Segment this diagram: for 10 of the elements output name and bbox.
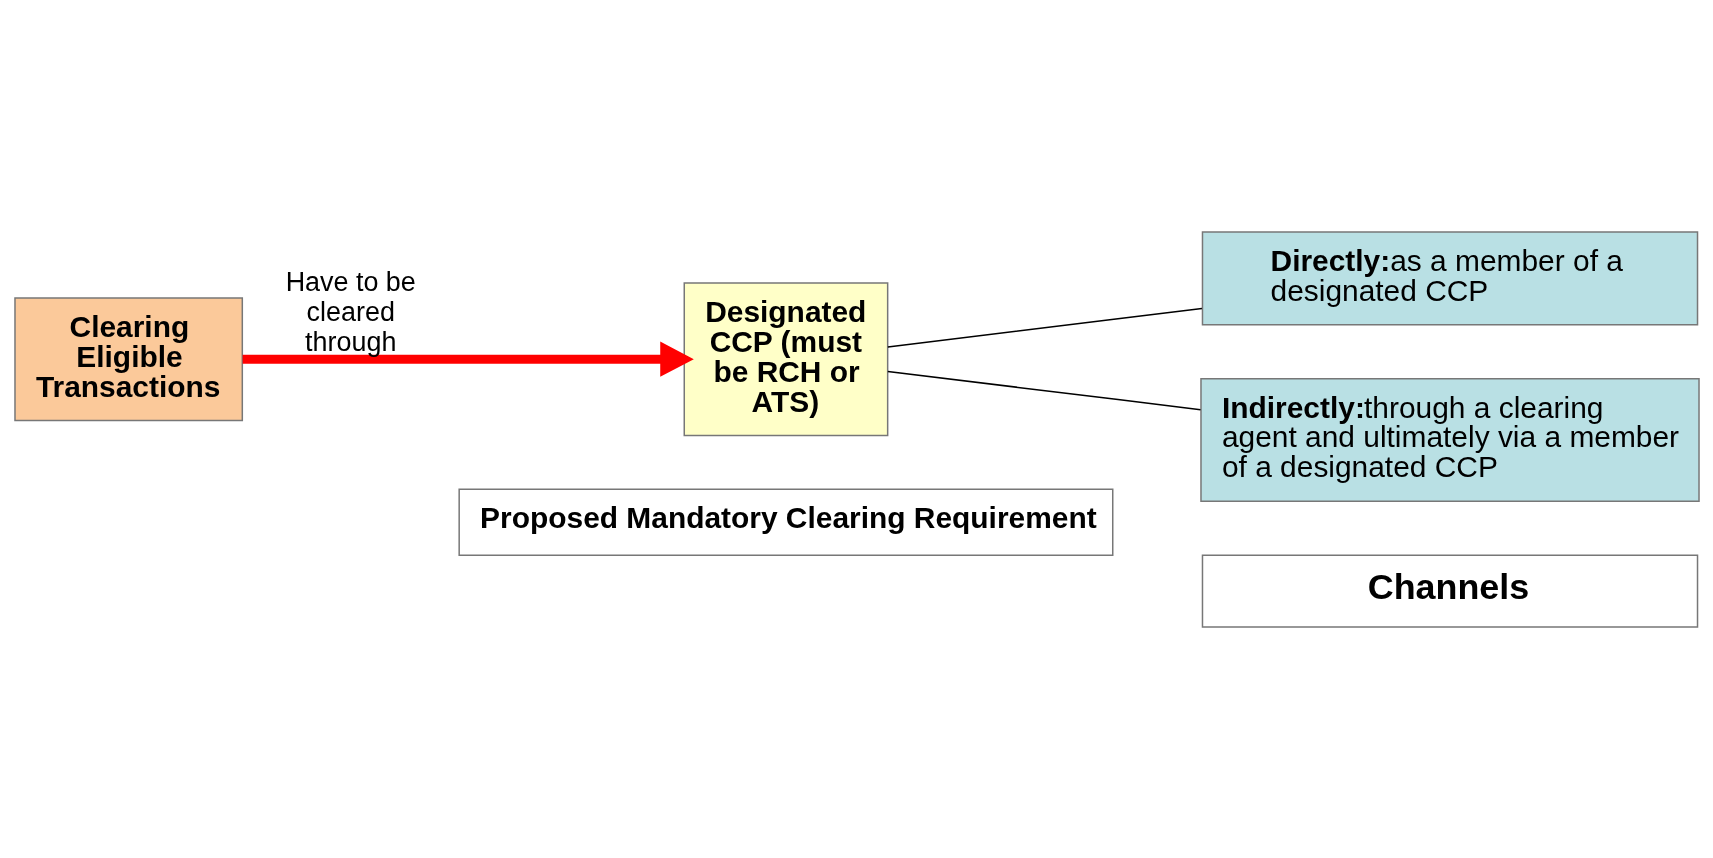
edge-label: Have to be cleared through bbox=[285, 266, 416, 357]
node-box: Designated CCP (must be RCH or ATS) bbox=[683, 281, 888, 436]
connector bbox=[886, 370, 1201, 410]
node-box: Channels bbox=[1201, 553, 1698, 628]
node-box: Clearing Eligible Transactions bbox=[13, 296, 243, 421]
node-box: Indirectly:through a clearing agent and ultimately via a member of a designated CCP bbox=[1199, 377, 1700, 502]
arrow bbox=[242, 341, 694, 377]
node-box: Directly:as a member of a designated CCP bbox=[1201, 230, 1698, 326]
node-box: Proposed Mandatory Clearing Requirement bbox=[457, 488, 1113, 556]
connector bbox=[886, 307, 1203, 348]
